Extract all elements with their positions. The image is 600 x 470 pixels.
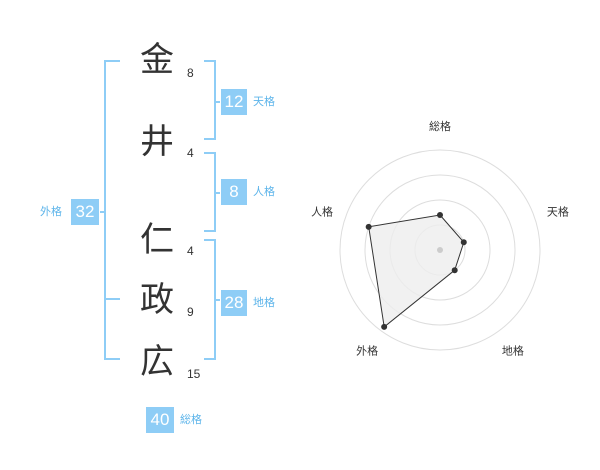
radar-axis-label-2: 天格 xyxy=(547,205,569,219)
gaikaku-bracket xyxy=(104,60,120,360)
gaikaku-badge: 32 xyxy=(71,199,99,225)
jinkaku-badge: 8 xyxy=(221,179,247,205)
chikaku-label: 地格 xyxy=(253,296,275,309)
chikaku-bracket xyxy=(204,239,216,360)
name-char-3: 仁 xyxy=(140,220,174,260)
radar-point-1 xyxy=(437,212,443,218)
radar-axis-label-5: 人格 xyxy=(311,205,333,219)
jinkaku-label: 人格 xyxy=(253,185,275,198)
stroke-count-1: 8 xyxy=(187,66,194,80)
stroke-count-2: 4 xyxy=(187,146,194,160)
radar-area xyxy=(368,214,465,328)
jinkaku-bracket xyxy=(204,152,216,232)
radar-ring-3 xyxy=(364,174,516,326)
gaikaku-label: 外格 xyxy=(40,205,62,218)
radar-ring-4 xyxy=(339,149,541,351)
radar-point-2 xyxy=(460,239,467,246)
name-char-4: 政 xyxy=(140,280,174,320)
radar-axis-label-4: 外格 xyxy=(356,343,378,357)
radar-point-3 xyxy=(451,267,458,274)
stroke-count-3: 4 xyxy=(187,244,194,258)
stroke-count-5: 15 xyxy=(187,367,201,381)
tenkaku-bracket xyxy=(204,60,216,140)
stroke-count-4: 9 xyxy=(187,305,194,319)
gaikaku-tick-left xyxy=(100,211,104,213)
soukaku-label: 総格 xyxy=(180,413,202,426)
chikaku-badge: 28 xyxy=(221,290,247,316)
radar-axis-label-1: 総格 xyxy=(429,119,451,133)
name-char-1: 金 xyxy=(140,40,174,80)
jinkaku-tick xyxy=(216,192,220,194)
name-char-2: 井 xyxy=(140,122,174,162)
name-char-5: 広 xyxy=(140,342,174,382)
radar-center xyxy=(437,247,443,253)
radar-axis-label-3: 地格 xyxy=(502,343,524,357)
tenkaku-tick xyxy=(216,101,220,103)
radar-point-5 xyxy=(365,223,372,230)
radar-point-4 xyxy=(381,323,388,330)
gaikaku-inner-tick xyxy=(104,298,120,300)
tenkaku-badge: 12 xyxy=(221,89,247,115)
soukaku-badge: 40 xyxy=(146,407,174,433)
chikaku-tick xyxy=(216,299,220,301)
tenkaku-label: 天格 xyxy=(253,95,275,108)
